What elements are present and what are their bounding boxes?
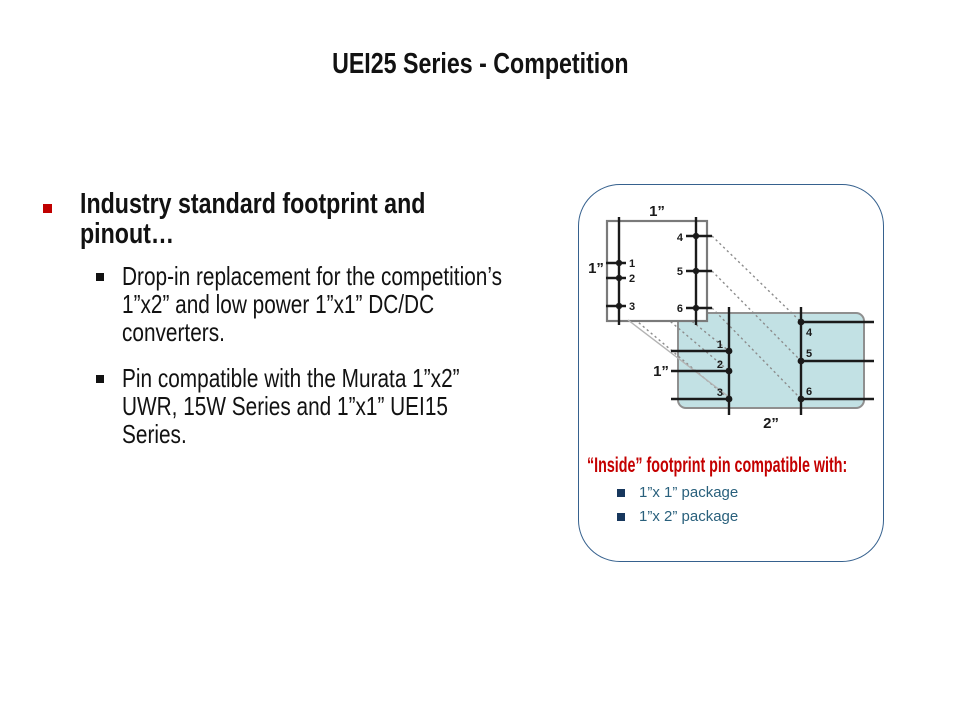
large-pin-label-6: 6 (806, 386, 812, 398)
small-package-width-label: 1” (649, 203, 665, 220)
small-pin-label-2: 2 (629, 273, 635, 285)
small-package-pin-dots (615, 232, 700, 312)
footprint-diagram-frame: 1 2 3 4 5 6 1” 1” 1 (578, 184, 884, 562)
sub-item-1: Drop-in replacement for the competition’… (122, 262, 597, 346)
sub-item-line: Drop-in replacement for the competition’… (122, 261, 502, 291)
large-package-width-label: 2” (763, 415, 779, 432)
sub-bullet-square (96, 273, 104, 281)
page-title-text: UEI25 Series - Competition (331, 48, 629, 80)
large-package-height-label: 1” (653, 363, 669, 380)
footprint-diagram: 1 2 3 4 5 6 1” 1” 1 (588, 203, 874, 432)
small-pin-label-1: 1 (629, 258, 635, 270)
small-pin-label-3: 3 (629, 301, 635, 313)
large-pin-label-4: 4 (806, 327, 813, 339)
small-pin-label-5: 5 (677, 266, 683, 278)
small-pin-label-6: 6 (677, 303, 683, 315)
main-heading: Industry standard footprint and pinout… (80, 189, 512, 249)
small-pin-label-4: 4 (677, 232, 684, 244)
main-bullet-square (43, 204, 52, 213)
sub-item-line: converters. (122, 317, 225, 347)
caption-item-text: 1”x 2” package (639, 508, 739, 525)
small-package-height-label: 1” (588, 260, 604, 277)
large-package-pin-dots (725, 318, 805, 403)
sub-item-line: Series. (122, 419, 187, 449)
large-pin-label-5: 5 (806, 348, 812, 360)
large-pin-label-1: 1 (717, 339, 723, 351)
sub-bullet-square (96, 375, 104, 383)
diagram-caption: “Inside” footprint pin compatible with: … (587, 454, 879, 526)
sub-item-line: 1”x2” and low power 1”x1” DC/DC (122, 289, 435, 319)
sub-item-2: Pin compatible with the Murata 1”x2” UWR… (122, 364, 544, 448)
sub-item-line: UWR, 15W Series and 1”x1” UEI15 (122, 391, 448, 421)
caption-item-2: 1”x 2” package (617, 508, 879, 525)
main-heading-line: pinout… (80, 218, 175, 250)
sub-item-line: Pin compatible with the Murata 1”x2” (122, 363, 460, 393)
large-pin-label-3: 3 (717, 387, 723, 399)
projection-line (627, 319, 730, 398)
page-title: UEI25 Series - Competition (0, 48, 960, 81)
caption-bullet-square (617, 488, 625, 497)
large-pin-label-2: 2 (717, 359, 723, 371)
caption-item-text: 1”x 1” package (639, 484, 739, 501)
caption-bullet-square (617, 512, 625, 521)
caption-heading: “Inside” footprint pin compatible with: (587, 454, 848, 477)
main-heading-line: Industry standard footprint and (80, 188, 426, 220)
caption-item-1: 1”x 1” package (617, 484, 879, 501)
